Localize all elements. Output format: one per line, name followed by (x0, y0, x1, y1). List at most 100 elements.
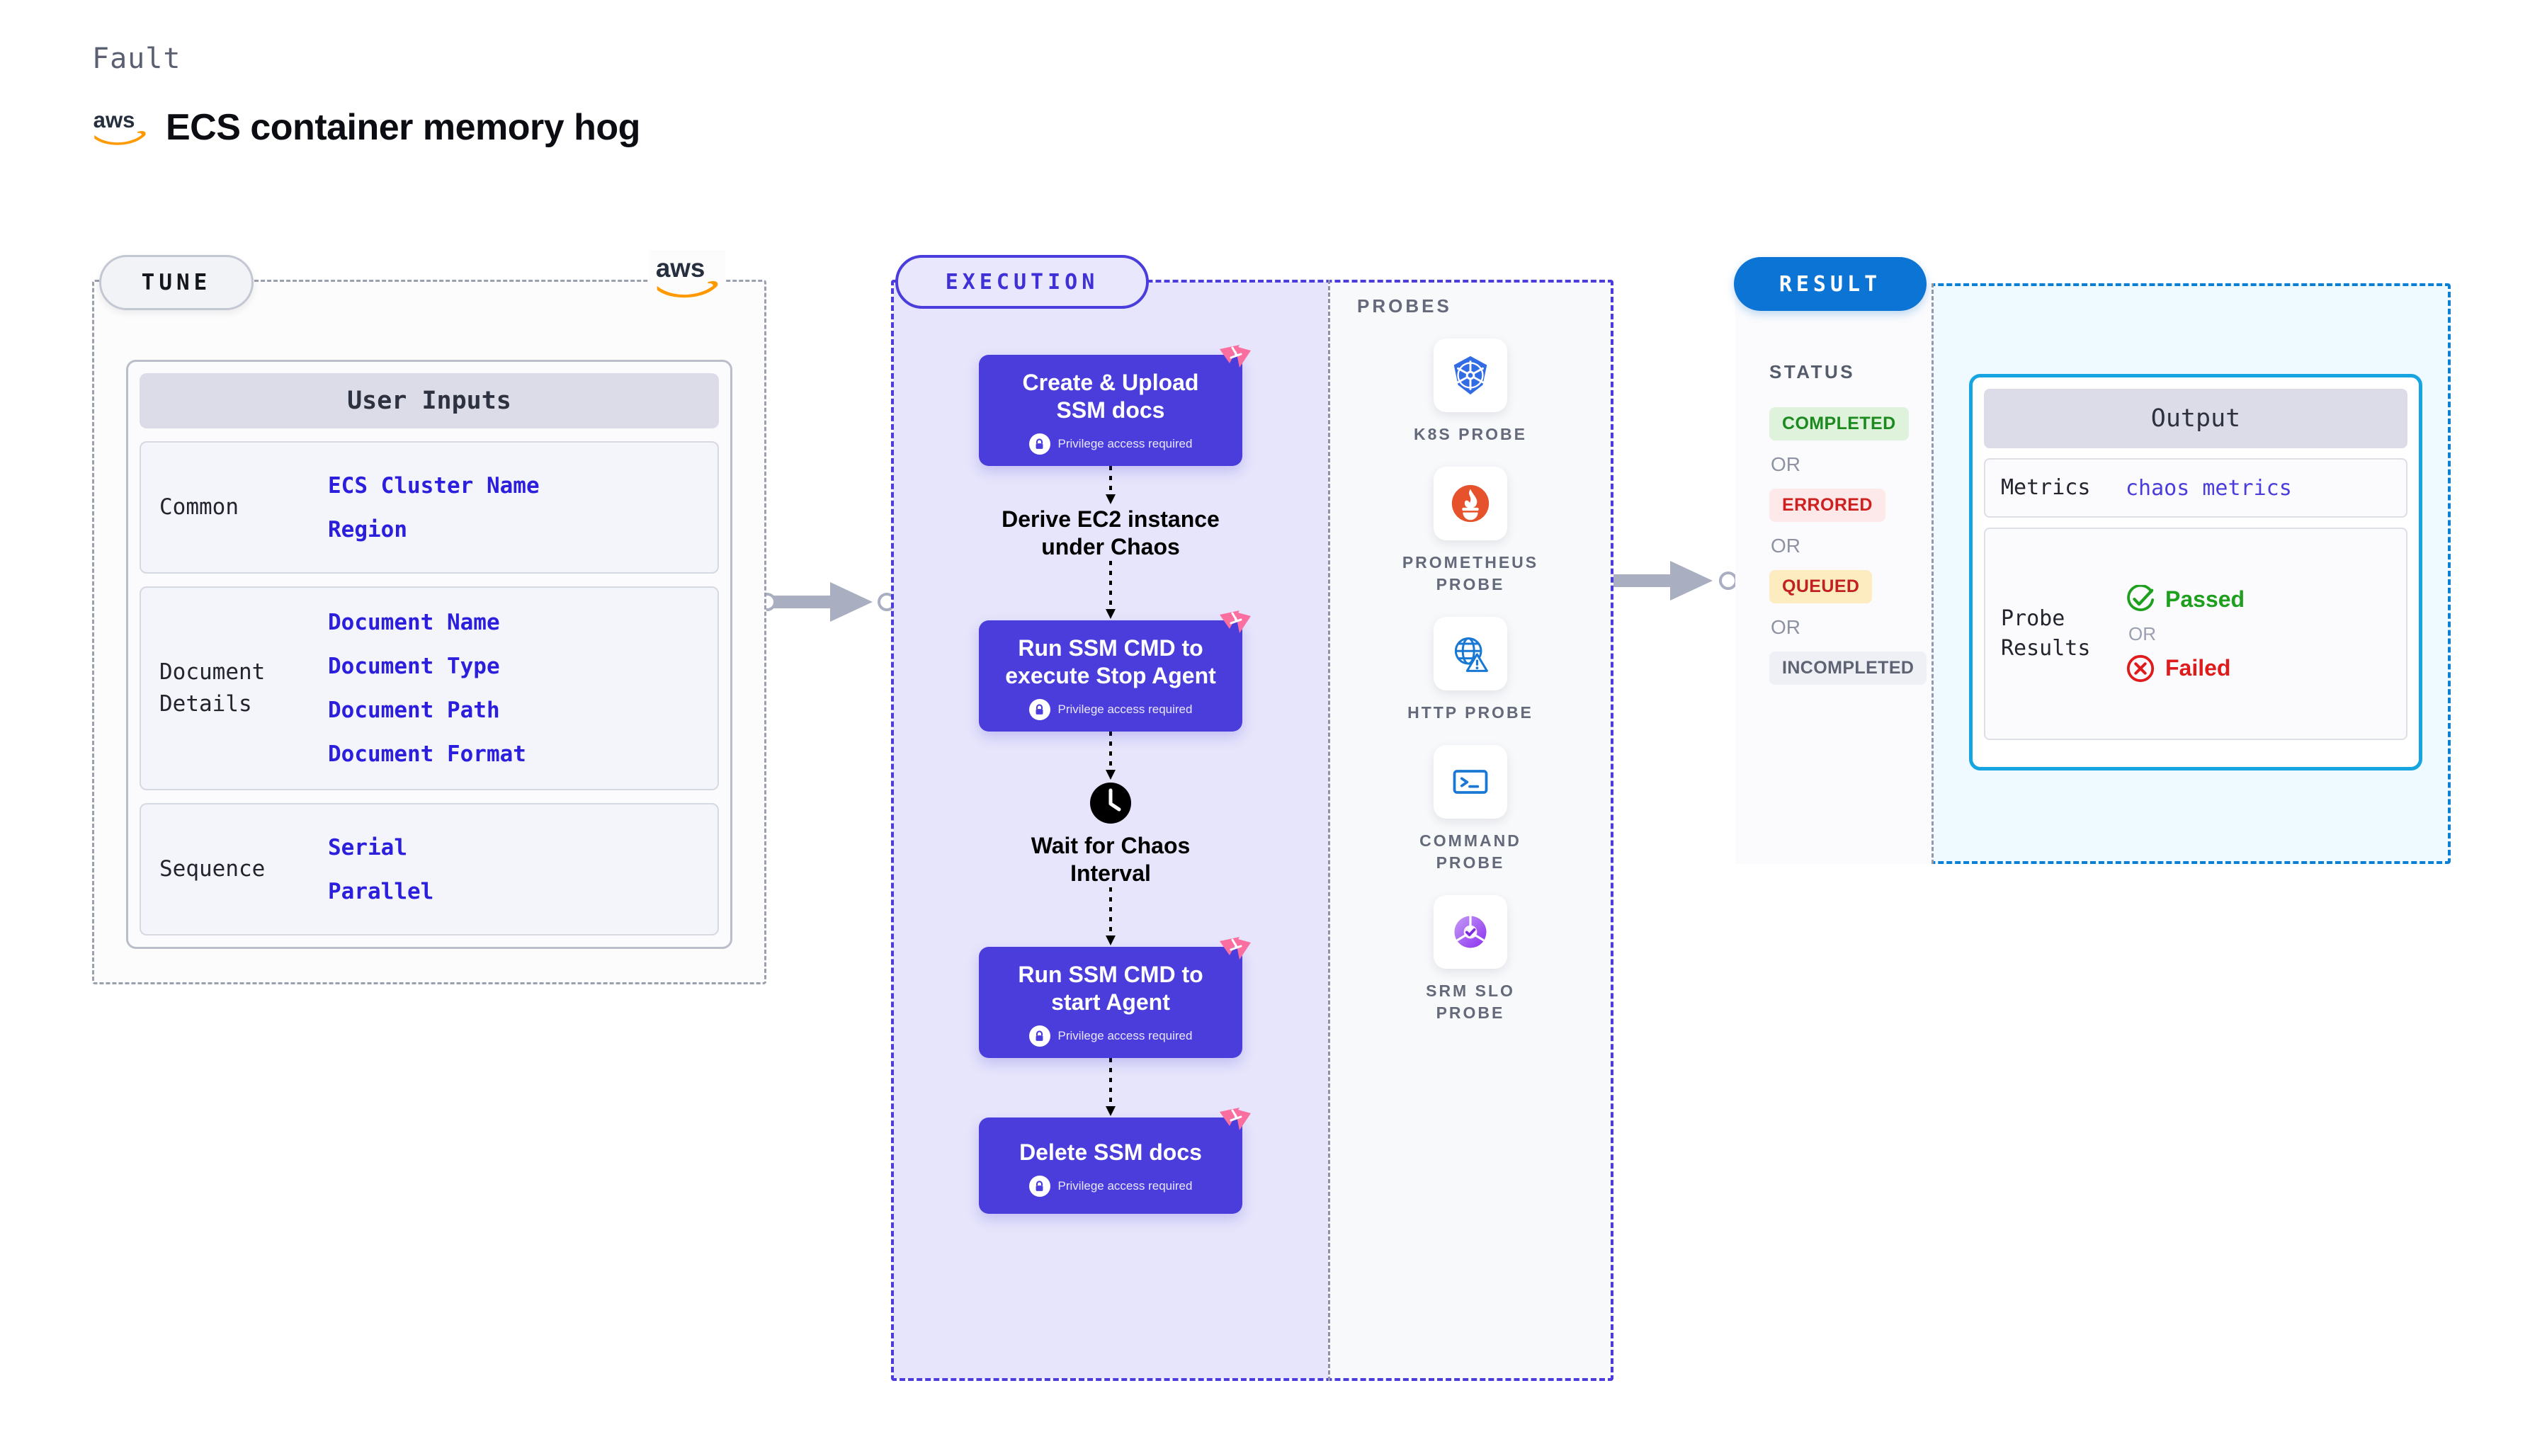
probe-item-k8s[interactable]: K8S PROBE (1344, 339, 1596, 445)
probe-results-values: Passed OR Failed (2126, 584, 2245, 683)
user-inputs-card: User Inputs Common ECS Cluster Name Regi… (126, 360, 732, 949)
probe-item-http[interactable]: HTTP PROBE (1344, 617, 1596, 724)
lock-icon (1028, 1025, 1050, 1047)
prometheus-icon (1451, 484, 1490, 523)
or-separator: OR (1771, 535, 1800, 557)
privilege-row: Privilege access required (987, 699, 1234, 721)
flow-arrow (1106, 732, 1116, 780)
tune-region: TUNE aws User Inputs Common ECS Cluster … (92, 250, 766, 984)
svg-text:aws: aws (656, 254, 705, 283)
probe-tile (1434, 467, 1507, 541)
tune-badge[interactable]: TUNE (99, 255, 254, 310)
fault-title-row: aws ECS container memory hog (92, 106, 641, 149)
status-badge-queued: QUEUED (1769, 570, 1873, 603)
page-header: Fault aws ECS container memory hog (92, 42, 640, 149)
lock-icon (1028, 433, 1050, 455)
metrics-value[interactable]: chaos metrics (2126, 475, 2292, 501)
privilege-row: Privilege access required (987, 433, 1234, 455)
flow-node-delete-ssm-docs[interactable]: Delete SSM docs Privilege access require… (979, 1108, 1251, 1215)
input-group-values: ECS Cluster Name Region (328, 473, 540, 542)
check-circle-icon (2127, 584, 2155, 611)
status-badge-errored: ERRORED (1769, 489, 1885, 522)
privilege-row: Privilege access required (987, 1176, 1234, 1198)
execution-probes-divider (1328, 280, 1330, 1381)
status-list: COMPLETED OR ERRORED OR QUEUED OR INCOMP… (1769, 407, 1927, 685)
input-group-sequence: Sequence Serial Parallel (140, 803, 719, 935)
privilege-text: Privilege access required (1057, 703, 1193, 717)
probe-result-passed: Passed (2126, 584, 2245, 615)
probe-tile (1434, 895, 1507, 969)
input-value-document-name[interactable]: Document Name (328, 610, 500, 636)
input-value-document-format[interactable]: Document Format (328, 741, 526, 768)
or-separator: OR (1771, 453, 1800, 475)
input-group-common: Common ECS Cluster Name Region (140, 441, 719, 574)
input-group-values: Document Name Document Type Document Pat… (328, 610, 526, 767)
clock-icon (1090, 783, 1131, 824)
probes-column: PROBES K8S PROBE (1344, 295, 1596, 1045)
failed-label: Failed (2165, 655, 2231, 681)
input-value-document-path[interactable]: Document Path (328, 698, 500, 724)
svg-text:aws: aws (93, 108, 135, 132)
chaos-flag-icon (1220, 610, 1251, 634)
chaos-flag-icon (1220, 937, 1251, 960)
passed-label: Passed (2165, 586, 2245, 612)
kubernetes-icon (1453, 356, 1487, 395)
output-row-metrics: Metrics chaos metrics (1984, 458, 2407, 518)
flow-arrow (1106, 1058, 1116, 1117)
result-badge[interactable]: RESULT (1734, 257, 1927, 311)
privilege-text: Privilege access required (1057, 437, 1193, 451)
slo-donut-icon (1454, 916, 1487, 948)
connector-execution-to-result (1613, 561, 1737, 601)
input-value-serial[interactable]: Serial (328, 834, 407, 860)
lock-icon (1028, 699, 1050, 721)
page-title: ECS container memory hog (166, 107, 640, 148)
input-value-document-type[interactable]: Document Type (328, 654, 500, 680)
status-label: STATUS (1769, 361, 1856, 382)
input-value-ecs-cluster-name[interactable]: ECS Cluster Name (328, 472, 540, 499)
input-value-parallel[interactable]: Parallel (328, 878, 434, 904)
probe-label: K8S PROBE (1414, 425, 1527, 443)
input-group-label: Sequence (159, 856, 266, 882)
connector-tune-to-execution (759, 582, 896, 622)
flow-node-title: Delete SSM docs (1019, 1139, 1202, 1166)
fault-kicker: Fault (92, 42, 181, 75)
probes-background (1328, 282, 1611, 1379)
flow-arrow (1106, 466, 1116, 505)
execution-dashed-border (891, 280, 1613, 1381)
aws-logo-icon: aws (649, 250, 725, 304)
privilege-text: Privilege access required (1057, 1029, 1193, 1043)
execution-badge[interactable]: EXECUTION (895, 255, 1149, 309)
user-inputs-title: User Inputs (140, 373, 719, 429)
probe-label: HTTP PROBE (1407, 703, 1533, 722)
input-value-region[interactable]: Region (328, 516, 407, 542)
metrics-label: Metrics (2001, 475, 2091, 500)
input-group-values: Serial Parallel (328, 835, 433, 904)
globe-warning-icon (1454, 637, 1488, 673)
probes-label: PROBES (1357, 295, 1452, 317)
status-badge-completed: COMPLETED (1769, 407, 1909, 440)
aws-logo-icon: aws (93, 108, 146, 145)
probe-tile (1434, 617, 1507, 691)
